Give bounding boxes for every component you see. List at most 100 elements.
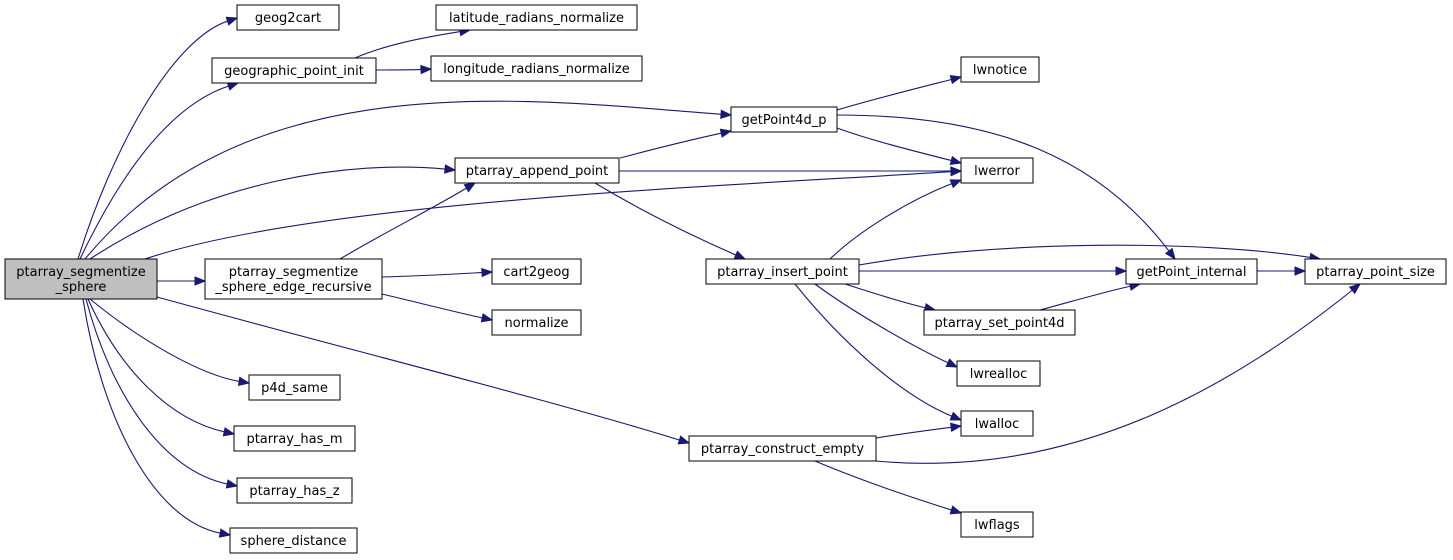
edge-arrowhead xyxy=(949,179,963,189)
edge-ptarray_append_point-to-lwerror xyxy=(619,166,963,176)
edge-getPoint4d_p-to-lwerror xyxy=(836,127,963,165)
node-label: ptarray_set_point4d xyxy=(935,316,1065,331)
edge-arrowhead xyxy=(481,267,494,278)
edge-ptarray_append_point-to-ptarray_insert_point xyxy=(594,182,747,260)
edge-ptarray_insert_point-to-getPoint_internal xyxy=(858,266,1128,276)
edge-arrowhead xyxy=(480,313,494,323)
node-ptarray-append-point[interactable]: ptarray_append_point xyxy=(454,157,620,184)
node-box xyxy=(956,360,1041,387)
node-label: ptarray_insert_point xyxy=(717,265,848,280)
node-geographic-point-init[interactable]: geographic_point_init xyxy=(211,57,377,84)
node-box xyxy=(236,4,340,31)
node-ptarray-segmentize-sphere-edge-recursive[interactable]: ptarray_segmentize_sphere_edge_recursive xyxy=(204,258,383,300)
edge-ptarray_construct_empty-to-ptarray_point_size xyxy=(875,283,1362,464)
edge-arrowhead xyxy=(222,427,236,437)
node-lwnotice[interactable]: lwnotice xyxy=(960,56,1040,83)
edge-root-to-ptarray_segmentize_sphere_edge_recursive xyxy=(157,276,207,286)
edge-ptarray_set_point4d-to-getPoint_internal xyxy=(1039,281,1142,311)
edge-line xyxy=(836,78,953,111)
edge-ptarray_insert_point-to-lwalloc xyxy=(794,283,963,421)
node-ptarray-point-size[interactable]: ptarray_point_size xyxy=(1304,258,1447,285)
node-normalize[interactable]: normalize xyxy=(491,309,582,336)
node-ptarray-construct-empty[interactable]: ptarray_construct_empty xyxy=(688,435,877,462)
node-latitude-radians-normalize[interactable]: latitude_radians_normalize xyxy=(435,4,638,31)
edge-arrowhead xyxy=(444,164,457,174)
edge-root-to-getPoint4d_p xyxy=(84,100,733,260)
edge-arrowhead xyxy=(225,16,239,26)
node-label: ptarray_segmentize xyxy=(16,265,145,280)
edge-arrowhead xyxy=(733,250,747,260)
edge-line xyxy=(1039,285,1132,311)
node-lwrealloc[interactable]: lwrealloc xyxy=(956,360,1041,387)
node-label: ptarray_construct_empty xyxy=(701,442,864,457)
edge-root-to-sphere_distance xyxy=(82,298,232,538)
node-box xyxy=(960,157,1034,184)
node-box xyxy=(229,527,358,554)
edge-line xyxy=(82,298,222,534)
edge-line xyxy=(89,166,447,260)
node-box xyxy=(4,258,158,300)
edge-ptarray_insert_point-to-ptarray_set_point4d xyxy=(844,283,937,313)
node-label: longitude_radians_normalize xyxy=(443,62,629,77)
node-lwflags[interactable]: lwflags xyxy=(960,511,1034,538)
node-label: ptarray_has_z xyxy=(249,484,339,499)
node-label: ptarray_point_size xyxy=(1316,265,1435,280)
node-ptarray-insert-point[interactable]: ptarray_insert_point xyxy=(705,258,860,285)
node-box xyxy=(491,309,582,336)
node-ptarray-has-m[interactable]: ptarray_has_m xyxy=(233,425,356,452)
edge-arrowhead xyxy=(949,505,963,515)
edge-line xyxy=(858,244,1312,266)
edge-line xyxy=(375,68,423,71)
node-box xyxy=(430,55,643,82)
edge-line xyxy=(875,289,1354,464)
edge-root-to-p4d_same xyxy=(89,298,251,386)
node-getPoint4d-p[interactable]: getPoint4d_p xyxy=(730,106,838,133)
node-ptarray-set-point4d[interactable]: ptarray_set_point4d xyxy=(923,309,1076,336)
edge-getPoint4d_p-to-lwnotice xyxy=(836,75,963,111)
node-ptarray-has-z[interactable]: ptarray_has_z xyxy=(236,477,353,504)
edge-geographic_point_init-to-latitude_radians_normalize xyxy=(354,26,472,59)
edge-arrowhead xyxy=(1294,266,1307,276)
node-lwalloc[interactable]: lwalloc xyxy=(960,410,1034,437)
edge-layer xyxy=(77,16,1362,538)
edge-arrowhead xyxy=(1348,283,1362,295)
node-label: normalize xyxy=(505,316,569,331)
node-label: ptarray_has_m xyxy=(246,432,342,447)
edge-arrowhead xyxy=(194,276,207,286)
node-box xyxy=(960,511,1034,538)
node-longitude-radians-normalize[interactable]: longitude_radians_normalize xyxy=(430,55,643,82)
node-label: sphere_distance xyxy=(241,534,347,549)
edge-line xyxy=(79,85,230,260)
node-sphere-distance[interactable]: sphere_distance xyxy=(229,527,358,554)
edge-line xyxy=(619,132,723,159)
node-box xyxy=(688,435,877,462)
node-root[interactable]: ptarray_segmentize_sphere xyxy=(4,258,158,300)
node-getPoint-internal[interactable]: getPoint_internal xyxy=(1125,258,1258,285)
edge-arrowhead xyxy=(218,528,232,538)
edge-line xyxy=(85,298,229,485)
edge-arrowhead xyxy=(463,182,477,193)
edge-geographic_point_init-to-longitude_radians_normalize xyxy=(375,64,433,75)
edge-line xyxy=(814,283,950,364)
edge-line xyxy=(844,283,927,309)
edge-arrowhead xyxy=(949,75,963,85)
node-cart2geog[interactable]: cart2geog xyxy=(491,258,582,285)
node-box xyxy=(960,410,1034,437)
edge-ptarray_append_point-to-getPoint4d_p xyxy=(619,128,733,159)
node-p4d-same[interactable]: p4d_same xyxy=(248,374,341,401)
node-geog2cart[interactable]: geog2cart xyxy=(236,4,340,31)
node-box xyxy=(1304,258,1447,285)
edge-getPoint4d_p-to-getPoint_internal xyxy=(836,114,1176,261)
edge-arrowhead xyxy=(1164,247,1176,261)
edge-root-to-ptarray_has_m xyxy=(87,298,236,437)
edge-line xyxy=(794,283,953,418)
node-box xyxy=(454,157,620,184)
edge-arrowhead xyxy=(950,166,963,176)
edge-root-to-geog2cart xyxy=(77,16,239,260)
node-lwerror[interactable]: lwerror xyxy=(960,157,1034,184)
edge-line xyxy=(381,271,484,278)
node-label: _sphere_edge_recursive xyxy=(214,280,371,295)
edge-arrowhead xyxy=(945,358,959,368)
node-box xyxy=(491,258,582,285)
edge-line xyxy=(339,187,468,260)
